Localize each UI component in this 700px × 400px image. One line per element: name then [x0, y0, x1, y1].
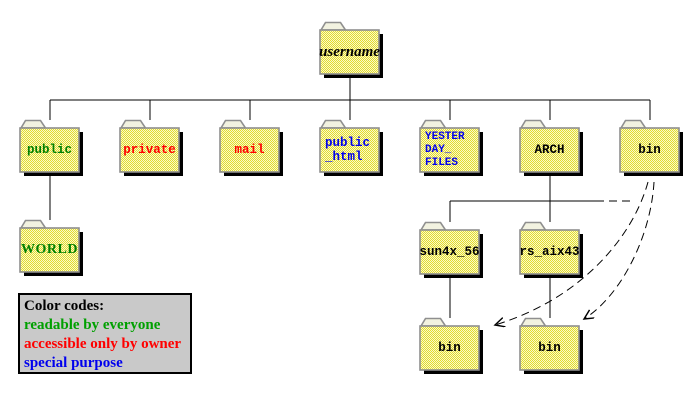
folder-label: bin [438, 341, 461, 355]
legend-item-owner-only: accessible only by owner [24, 336, 182, 352]
legend-title: Color codes: [24, 298, 105, 314]
folder-bin: bin [619, 119, 685, 177]
folder-label: mail [234, 143, 265, 157]
folder-sun4x-56: sun4x_56 [419, 221, 485, 279]
folder-label: sun4x_56 [419, 245, 480, 259]
folder-bin-sun4x-56: bin [419, 317, 485, 375]
legend-box: Color codes: readable by everyone access… [18, 293, 192, 374]
folder-label: public _html [325, 136, 371, 164]
folder-label: public [26, 143, 72, 157]
folder-world: WORLD [19, 219, 85, 277]
legend-item-readable: readable by everyone [24, 317, 161, 333]
folder-rs-aix43: rs_aix43 [519, 221, 585, 279]
folder-label: rs_aix43 [519, 245, 580, 259]
folder-label: bin [638, 143, 661, 157]
folder-label: private [123, 143, 176, 157]
folder-label: WORLD [21, 242, 78, 257]
folder-mail: mail [219, 119, 285, 177]
folder-label: bin [538, 341, 561, 355]
folder-label: username [319, 44, 380, 60]
folder-public-html: public _html [319, 119, 385, 177]
folder-label: ARCH [534, 143, 565, 157]
folder-yesterday-files: YESTER DAY_ FILES [419, 119, 485, 177]
solid-tree-lines [49, 76, 651, 318]
folder-private: private [119, 119, 185, 177]
folder-public: public [19, 119, 85, 177]
folder-arch: ARCH [519, 119, 585, 177]
dashed-symlink-lines [495, 181, 655, 325]
folder-bin-rs-aix43: bin [519, 317, 585, 375]
legend-item-special: special purpose [24, 355, 123, 371]
folder-username: username [319, 21, 385, 79]
folder-label: YESTER DAY_ FILES [425, 130, 465, 169]
